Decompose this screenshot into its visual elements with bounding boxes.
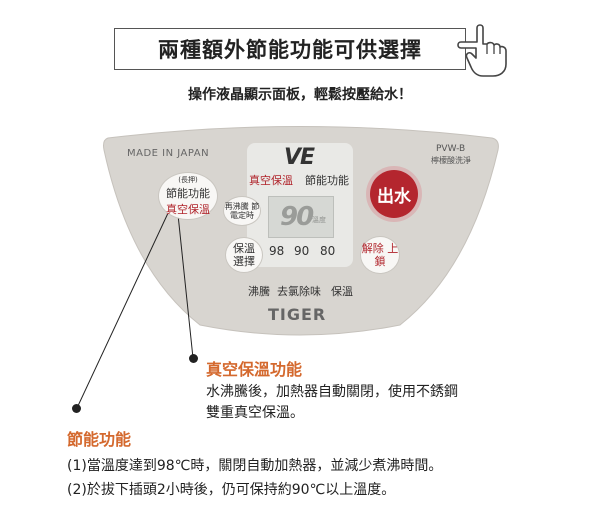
subtitle: 操作液晶顯示面板，輕鬆按壓給水！: [188, 87, 412, 103]
pointing-hand-icon: [457, 24, 507, 77]
unlock-button-label: 解除 上鎖: [361, 242, 399, 268]
long-press-hint: (長押): [178, 176, 198, 184]
status-boil: 沸騰: [248, 285, 270, 298]
lcd-screen: [268, 196, 334, 238]
energy-leader-line: [76, 195, 177, 409]
model-sub-label: 檸檬酸洗淨: [431, 156, 471, 165]
temp-option-98: 98: [269, 244, 285, 258]
lcd-unit-label: 溫度: [312, 216, 326, 224]
vacuum-callout-title: 真空保溫功能: [206, 360, 303, 379]
vacuum-callout-dot: [189, 354, 198, 363]
keep-warm-button-label: 保溫 選擇: [233, 242, 255, 268]
tiger-brand-logo: TIGER: [268, 305, 327, 324]
dispense-button-label: 出水: [377, 186, 411, 207]
temp-option-90: 90: [294, 244, 310, 258]
temp-option-80: 80: [320, 244, 336, 258]
energy-callout-line1: (1)當溫度達到98℃時，關閉自動加熱器，並減少煮沸時間。: [67, 458, 443, 474]
energy-saving-button[interactable]: (長押) 節能功能 真空保溫: [158, 172, 218, 220]
vacuum-leader-line: [176, 204, 194, 359]
energy-callout-dot: [72, 404, 81, 413]
model-label: PVW-B: [436, 144, 466, 154]
vacuum-callout-line1: 水沸騰後，加熱器自動關閉，使用不銹鋼: [206, 384, 458, 400]
keep-warm-select-button[interactable]: 保溫 選擇: [225, 237, 263, 273]
reboil-timer-button[interactable]: 再沸騰 節電定時: [223, 196, 261, 226]
energy-callout-line2: (2)於拔下插頭2小時後，仍可保持約90℃以上溫度。: [67, 482, 396, 498]
title-box: 兩種額外節能功能可供選擇: [114, 28, 466, 70]
lcd-label-vacuum: 真空保溫: [249, 174, 293, 187]
status-warm: 保溫: [331, 285, 353, 298]
unlock-button[interactable]: 解除 上鎖: [360, 236, 400, 274]
lcd-label-energy: 節能功能: [305, 174, 349, 187]
ve-logo: VE: [284, 145, 315, 170]
page-title: 兩種額外節能功能可供選擇: [158, 38, 422, 62]
vacuum-callout-line2: 雙重真空保溫。: [206, 405, 304, 421]
vacuum-button-label: 真空保溫: [166, 203, 210, 216]
energy-callout-title: 節能功能: [67, 430, 132, 449]
made-in-label: MADE IN JAPAN: [127, 148, 210, 159]
energy-button-label: 節能功能: [166, 187, 210, 200]
status-dechlor: 去氯除味: [277, 285, 321, 298]
reboil-button-label: 再沸騰 節電定時: [224, 202, 260, 220]
lcd-temperature-digits: 90: [280, 202, 314, 232]
dispense-water-button[interactable]: 出水: [370, 170, 418, 218]
